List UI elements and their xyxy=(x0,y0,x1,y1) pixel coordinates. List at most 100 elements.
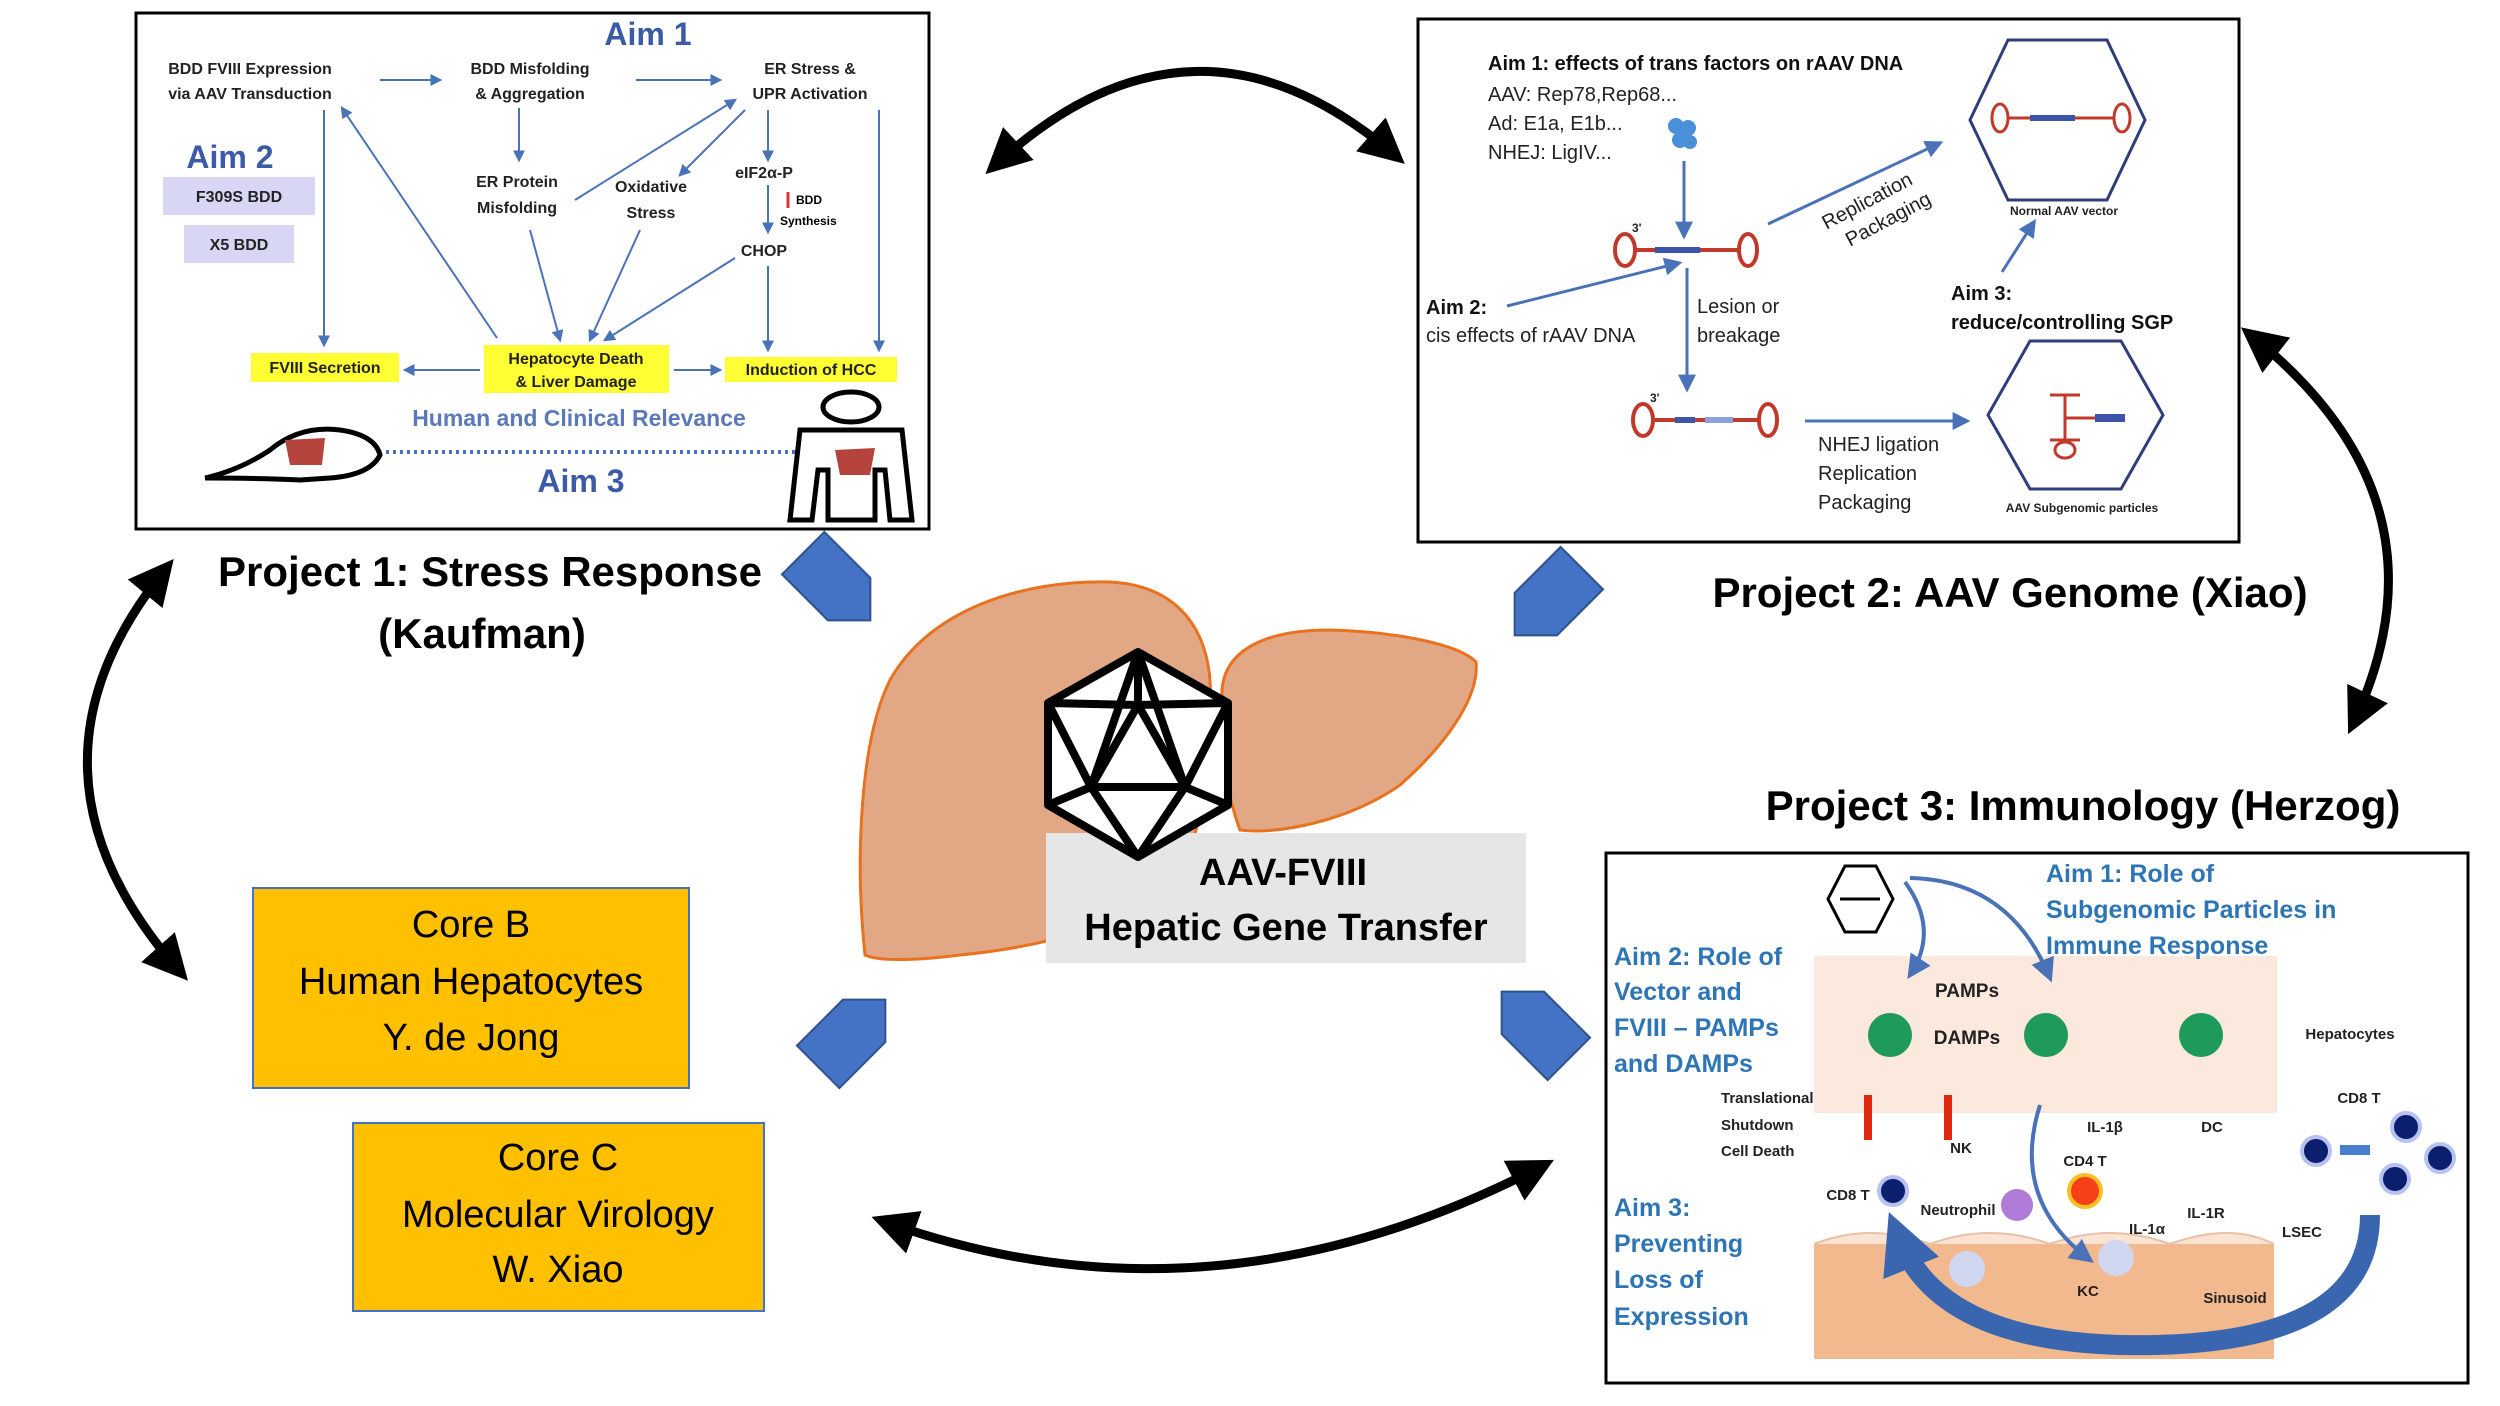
p2-lesion-2: breakage xyxy=(1697,325,1780,347)
rAAV-dna-intact-icon: 3' xyxy=(1613,221,1759,268)
core-b-line1: Core B xyxy=(412,904,530,946)
core-b-line3: Y. de Jong xyxy=(383,1017,560,1059)
arrow-p2-p3 xyxy=(2240,327,2393,735)
p2-aim2-desc: cis effects of rAAV DNA xyxy=(1426,325,1636,347)
p2-aim1: Aim 1: effects of trans factors on rAAV … xyxy=(1488,53,1903,75)
connector-arrows xyxy=(82,66,2393,1274)
p3-il1a: IL-1α xyxy=(2129,1221,2166,1238)
p1-oxidative-2: Stress xyxy=(627,205,676,222)
p1-aim2: Aim 2 xyxy=(186,139,273,175)
project3-panel: Aim 1: Role of Subgenomic Particles in I… xyxy=(1604,851,2470,1385)
p3-aim3-1: Aim 3: xyxy=(1614,1194,1690,1222)
core-c-box: Core C Molecular Virology W. Xiao xyxy=(352,1122,765,1312)
project2-title: Project 2: AAV Genome (Xiao) xyxy=(1712,569,2307,616)
p3-sinusoid: Sinusoid xyxy=(2203,1290,2266,1307)
p3-aim2-2: Vector and xyxy=(1614,978,1742,1006)
p2-aim3-label: Aim 3: xyxy=(1951,283,2012,305)
p1-f309s: F309S BDD xyxy=(196,189,282,206)
p3-aim2-4: and DAMPs xyxy=(1614,1050,1753,1078)
p3-il1r: IL-1R xyxy=(2187,1205,2225,1222)
p3-cd4: CD4 T xyxy=(2063,1153,2106,1170)
protein-complex-icon xyxy=(1668,118,1697,149)
p1-eif2a: eIF2α-P xyxy=(735,165,793,182)
p1-hcc: Induction of HCC xyxy=(746,362,877,379)
p1-flow-arrows xyxy=(318,74,885,376)
p3-translational-3: Cell Death xyxy=(1721,1143,1794,1160)
p1-bdd-expr-1: BDD FVIII Expression xyxy=(168,61,332,78)
subgenomic-dna-icon xyxy=(2050,393,2125,460)
pentagon-arrow-p1 xyxy=(780,530,872,622)
arrow-corec-p3 xyxy=(871,1159,1554,1274)
p1-chop: CHOP xyxy=(741,243,788,260)
p1-er-protein-2: Misfolding xyxy=(477,200,557,217)
p3-aim3-2: Preventing xyxy=(1614,1230,1743,1258)
immune-cells xyxy=(1864,1095,2456,1287)
core-b-box: Core B Human Hepatocytes Y. de Jong xyxy=(252,887,690,1089)
arrow-p1-p2 xyxy=(985,66,1405,175)
p2-flow-arrows xyxy=(1506,140,2036,430)
p3-damps: DAMPs xyxy=(1934,1028,2001,1049)
human-figure-icon xyxy=(787,389,915,523)
p3-translational-2: Shutdown xyxy=(1721,1117,1793,1134)
p3-aim1-2: Subgenomic Particles in xyxy=(2046,896,2336,924)
p3-translational-1: Translational xyxy=(1721,1090,1814,1107)
project1-title: Project 1: Stress Response xyxy=(218,548,762,595)
pentagon-arrows xyxy=(780,530,1605,1090)
core-c-line1: Core C xyxy=(498,1137,618,1179)
p1-x5: X5 BDD xyxy=(210,237,269,254)
p1-bdd-expr-2: via AAV Transduction xyxy=(168,86,332,103)
p3-neutrophil: Neutrophil xyxy=(1921,1202,1996,1219)
p1-bdd-synth-1: BDD xyxy=(796,193,822,207)
center-label-line1: AAV-FVIII xyxy=(1199,852,1367,894)
project1-panel: Aim 1 BDD FVIII Expression via AAV Trans… xyxy=(134,11,931,531)
p1-er-protein-1: ER Protein xyxy=(476,174,558,191)
p2-subgenomic: AAV Subgenomic particles xyxy=(2006,501,2159,515)
p1-aim3: Aim 3 xyxy=(537,463,624,499)
pentagon-arrow-p3 xyxy=(1500,990,1592,1082)
p1-er-stress-1: ER Stress & xyxy=(764,61,856,78)
p3-pamps: PAMPs xyxy=(1935,981,1999,1002)
p1-er-stress-2: UPR Activation xyxy=(753,86,868,103)
mouse-icon xyxy=(204,426,383,483)
p3-nk: NK xyxy=(1950,1140,1972,1157)
subgenomic-hexagon-icon xyxy=(1986,339,2165,491)
nucleus-icon xyxy=(2179,1013,2223,1057)
rAAV-dna-broken-icon: 3' xyxy=(1631,391,1779,438)
p1-fviii-secretion: FVIII Secretion xyxy=(269,360,380,377)
normal-vector-hexagon-icon xyxy=(1968,38,2147,202)
p1-relevance: Human and Clinical Relevance xyxy=(412,405,746,431)
p1-misfold-1: BDD Misfolding xyxy=(470,61,589,78)
center-label-line2: Hepatic Gene Transfer xyxy=(1084,907,1488,949)
p3-aim1-1: Aim 1: Role of xyxy=(2046,860,2215,888)
core-c-line2: Molecular Virology xyxy=(402,1194,714,1236)
p1-bdd-synth-2: Synthesis xyxy=(780,214,837,228)
p3-aim2-3: FVIII – PAMPs xyxy=(1614,1014,1779,1042)
p1-misfold-2: & Aggregation xyxy=(475,86,585,103)
project2-panel: Aim 1: effects of trans factors on rAAV … xyxy=(1416,17,2241,544)
project1-lead: (Kaufman) xyxy=(378,610,586,657)
nucleus-icon xyxy=(2024,1013,2068,1057)
p2-factor-aav: AAV: Rep78,Rep68... xyxy=(1488,84,1677,106)
p2-aim3-desc: reduce/controlling SGP xyxy=(1951,312,2173,334)
p3-hepatocytes: Hepatocytes xyxy=(2305,1026,2394,1043)
arrow-p1-coreb xyxy=(82,559,188,981)
icosahedron-capsid-icon xyxy=(1044,648,1232,861)
normal-vector-dna-icon xyxy=(1990,102,2132,134)
p3-aim3-3: Loss of xyxy=(1614,1266,1704,1294)
p3-flow-arrows xyxy=(1903,876,2094,1263)
p1-oxidative-1: Oxidative xyxy=(615,179,687,196)
p2-normal-vector: Normal AAV vector xyxy=(2010,204,2118,218)
p3-cd8-left: CD8 T xyxy=(1826,1187,1869,1204)
p3-aim1-3: Immune Response xyxy=(2046,932,2268,960)
p3-aim2-1: Aim 2: Role of xyxy=(1614,943,1783,971)
p1-aim1: Aim 1 xyxy=(604,16,691,52)
p2-nhej-3: Packaging xyxy=(1818,492,1911,514)
p2-nhej-1: NHEJ ligation xyxy=(1818,434,1939,456)
three-prime-label: 3' xyxy=(1650,391,1660,405)
p2-lesion-1: Lesion or xyxy=(1697,296,1780,318)
p1-hep-death-1: Hepatocyte Death xyxy=(508,351,643,368)
core-c-line3: W. Xiao xyxy=(493,1249,624,1291)
p2-aim2-label: Aim 2: xyxy=(1426,297,1487,319)
liver-right-lobe xyxy=(1220,628,1478,833)
